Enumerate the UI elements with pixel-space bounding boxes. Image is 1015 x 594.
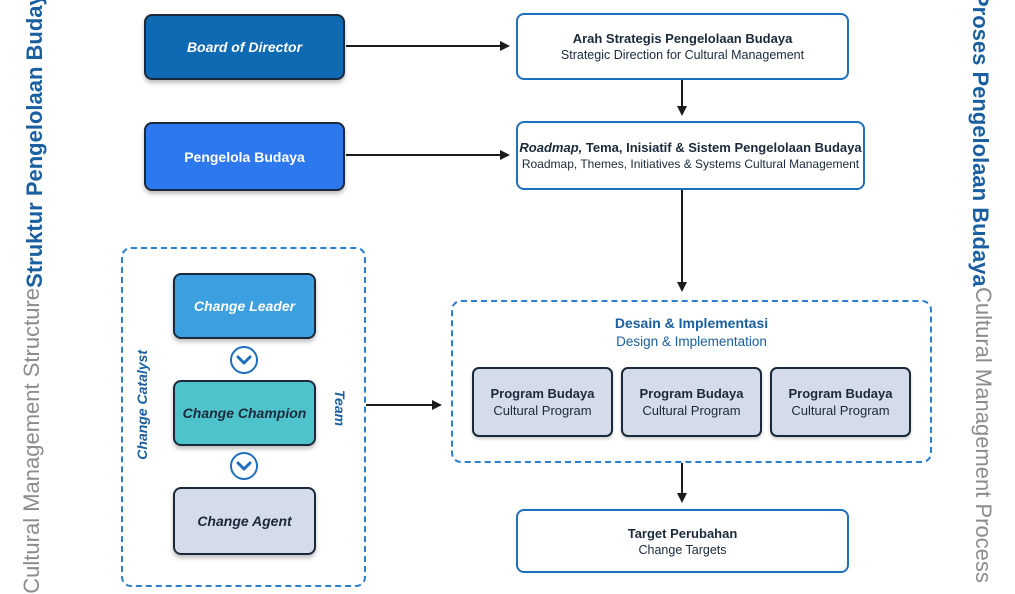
change-agent-label: Change Agent: [197, 513, 292, 529]
roadmap-box: Roadmap, Tema, Inisiatif & Sistem Pengel…: [516, 121, 865, 190]
connector-arrows: [346, 41, 687, 503]
chevron-down-icon: [230, 346, 258, 374]
roadmap-title-italic: Roadmap,: [519, 140, 583, 155]
program-box: Program Budaya Cultural Program: [770, 367, 911, 437]
desain-header: Desain & Implementasi Design & Implement…: [451, 315, 932, 349]
target-perubahan-box: Target Perubahan Change Targets: [516, 509, 849, 573]
process-subtitle: Cultural Management Process: [971, 286, 996, 583]
program-title: Program Budaya: [639, 386, 744, 401]
change-leader-label: Change Leader: [193, 298, 296, 314]
roadmap-subtitle: Roadmap, Themes, Initiatives & Systems C…: [521, 157, 860, 171]
board-of-director-box: Board of Director: [144, 14, 345, 80]
pengelola-budaya-box: Pengelola Budaya: [144, 122, 345, 191]
desain-subtitle: Design & Implementation: [616, 334, 767, 349]
program-title: Program Budaya: [788, 386, 893, 401]
arah-strategis-box: Arah Strategis Pengelolaan Budaya Strate…: [516, 13, 849, 80]
program-box: Program Budaya Cultural Program: [472, 367, 613, 437]
change-champion-box: Change Champion: [173, 380, 316, 446]
target-subtitle: Change Targets: [638, 542, 727, 557]
pengelola-budaya-label: Pengelola Budaya: [184, 148, 305, 165]
roadmap-title: Roadmap, Tema, Inisiatif & Sistem Pengel…: [519, 140, 861, 155]
change-catalyst-label: Change Catalyst: [134, 350, 150, 460]
program-subtitle: Cultural Program: [642, 403, 741, 418]
arah-strategis-subtitle: Strategic Direction for Cultural Managem…: [560, 48, 805, 62]
program-subtitle: Cultural Program: [493, 403, 592, 418]
change-champion-label: Change Champion: [182, 405, 307, 421]
target-title: Target Perubahan: [627, 525, 738, 541]
team-label: Team: [332, 390, 348, 427]
board-of-director-label: Board of Director: [186, 39, 303, 55]
program-title: Program Budaya: [490, 386, 595, 401]
change-leader-box: Change Leader: [173, 273, 316, 339]
process-side-title: Proses Pengelolaan Budaya Cultural Manag…: [945, 0, 1015, 583]
change-agent-box: Change Agent: [173, 487, 316, 555]
desain-implementasi-group: [451, 300, 932, 463]
program-subtitle: Cultural Program: [791, 403, 890, 418]
program-box: Program Budaya Cultural Program: [621, 367, 762, 437]
desain-title: Desain & Implementasi: [614, 315, 769, 331]
process-title: Proses Pengelolaan Budaya: [968, 0, 993, 287]
roadmap-title-rest: Tema, Inisiatif & Sistem Pengelolaan Bud…: [582, 140, 862, 155]
arah-strategis-title: Arah Strategis Pengelolaan Budaya: [572, 31, 793, 46]
chevron-down-icon: [230, 452, 258, 480]
